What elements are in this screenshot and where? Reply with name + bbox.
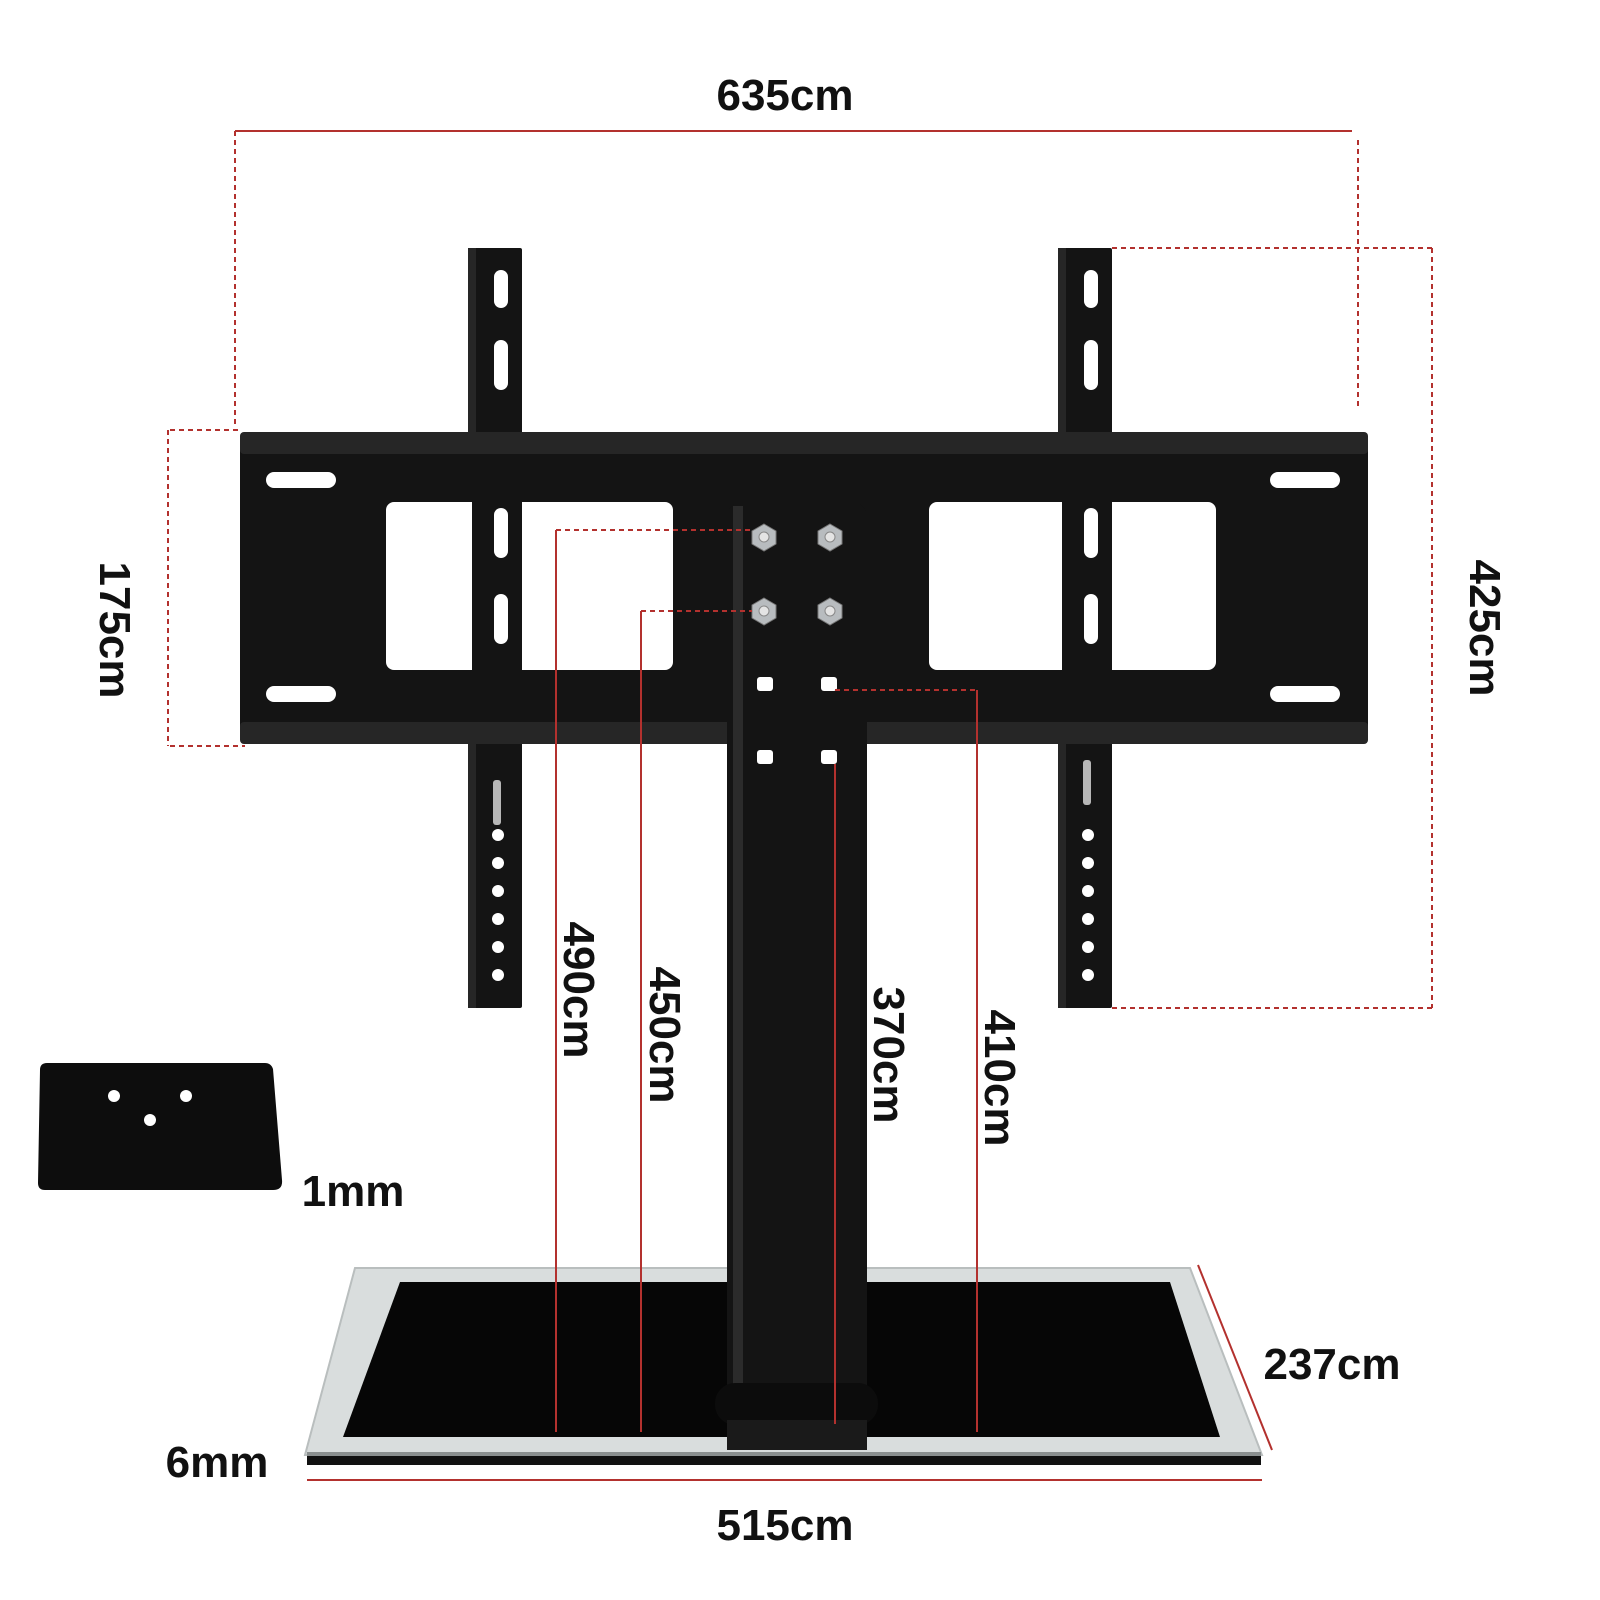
plate-slot-bottom-right bbox=[1270, 686, 1340, 702]
hex-bolt-icon bbox=[817, 523, 843, 552]
right-arm-slot bbox=[1084, 340, 1098, 390]
column-highlight bbox=[733, 506, 743, 1401]
column-body bbox=[727, 500, 867, 1410]
plate-slot-bottom-left bbox=[266, 686, 336, 702]
central-column bbox=[715, 500, 878, 1450]
left-arm-slot bbox=[494, 340, 508, 390]
label-glass-thickness: 6mm bbox=[166, 1438, 269, 1487]
dimension-lines bbox=[167, 130, 1433, 1481]
column-foot bbox=[727, 1420, 867, 1450]
left-arm-slot bbox=[494, 270, 508, 308]
plate-slot-top-left bbox=[266, 472, 336, 488]
spacer-plate-hole bbox=[180, 1090, 192, 1102]
label-base-depth: 237cm bbox=[1263, 1340, 1400, 1389]
spacer-plate bbox=[38, 1063, 283, 1190]
hex-bolt-icon bbox=[751, 523, 777, 552]
glass-base-highlight bbox=[307, 1452, 1261, 1456]
label-column-410: 410cm bbox=[975, 1009, 1024, 1146]
column-collar bbox=[715, 1383, 878, 1425]
left-arm-holes bbox=[492, 829, 504, 981]
right-arm-slot bbox=[1084, 508, 1098, 558]
label-plate-thickness: 1mm bbox=[302, 1167, 405, 1216]
column-hole bbox=[821, 750, 837, 764]
column-hole bbox=[757, 677, 773, 691]
spacer-plate-hole bbox=[108, 1090, 120, 1102]
spacer-plate-hole bbox=[144, 1114, 156, 1126]
right-arm-holes bbox=[1082, 829, 1094, 981]
label-base-width: 515cm bbox=[716, 1501, 853, 1550]
dim-line-base-depth bbox=[1197, 1264, 1273, 1451]
label-column-370: 370cm bbox=[864, 986, 913, 1123]
label-column-490: 490cm bbox=[554, 921, 603, 1058]
glass-base-thickness bbox=[307, 1455, 1261, 1465]
right-arm-latch bbox=[1083, 760, 1091, 805]
right-arm-slot bbox=[1084, 270, 1098, 308]
column-hole bbox=[757, 750, 773, 764]
right-arm-slot bbox=[1084, 594, 1098, 644]
left-arm-slot bbox=[494, 594, 508, 644]
mounting-plate-top-lip bbox=[240, 432, 1368, 454]
label-plate-height: 175cm bbox=[90, 561, 139, 698]
spacer-plate-body bbox=[38, 1063, 283, 1190]
dimension-labels: 635cm 175cm 425cm 490cm 450cm 370cm 410c… bbox=[90, 71, 1509, 1550]
column-hole bbox=[821, 677, 837, 691]
hex-bolt-icon bbox=[817, 597, 843, 626]
left-arm-latch bbox=[493, 780, 501, 825]
label-top-width: 635cm bbox=[716, 71, 853, 120]
left-arm-slot bbox=[494, 508, 508, 558]
label-column-450: 450cm bbox=[640, 966, 689, 1103]
plate-window-left bbox=[386, 502, 673, 670]
label-bracket-height: 425cm bbox=[1460, 559, 1509, 696]
hex-bolt-icon bbox=[751, 597, 777, 626]
plate-slot-top-right bbox=[1270, 472, 1340, 488]
